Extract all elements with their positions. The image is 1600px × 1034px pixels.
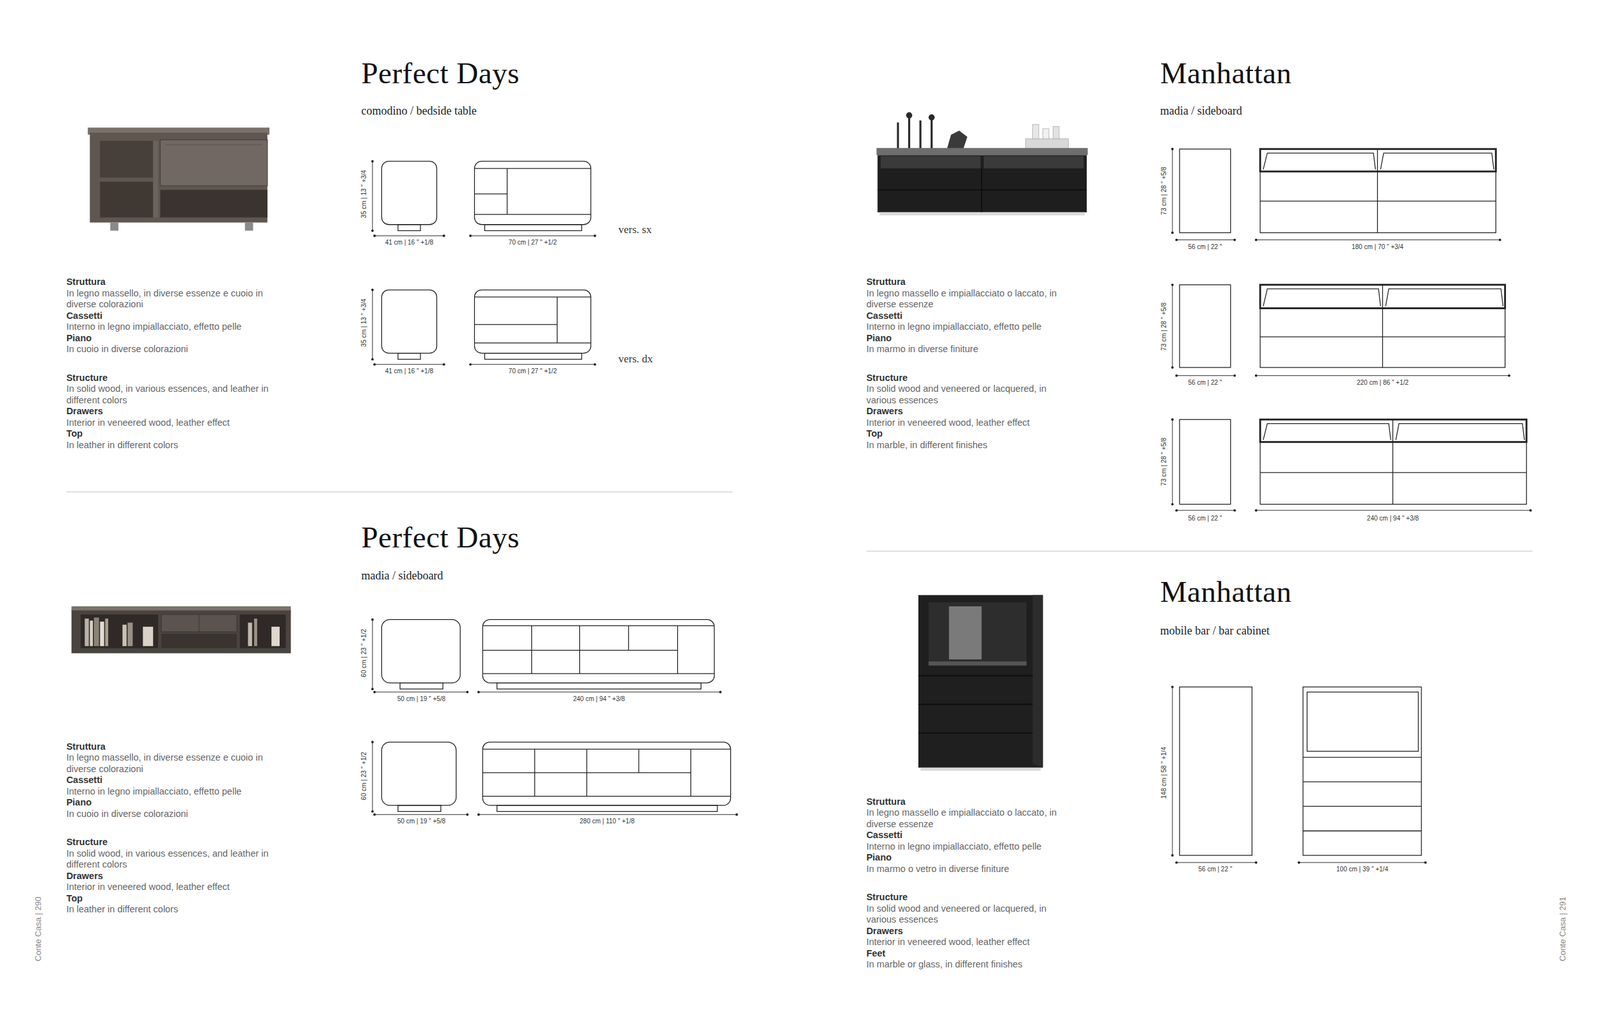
spec-text: In solid wood, in various essences, and … [66, 848, 272, 871]
dimension-label: 50 cm | 19 " +5/8 [395, 695, 448, 703]
spec-heading: Drawers [66, 405, 272, 418]
spec-text: In solid wood and veneered or lacquered,… [866, 903, 1072, 926]
spec-text: Interior in veneered wood, leather effec… [866, 417, 1072, 429]
dimension-label: 70 cm | 27 " +1/2 [506, 367, 559, 376]
bar-cabinet-photo [918, 594, 1044, 770]
spec-text: Interior in veneered wood, leather effec… [66, 417, 272, 429]
spec-heading: Struttura [866, 276, 1072, 288]
spec-text: In solid wood and veneered or lacquered,… [866, 383, 1072, 406]
spec-heading: Drawers [866, 925, 1072, 937]
dimension-label: 60 cm | 23 " +1/2 [360, 749, 368, 802]
product-title: Perfect Days [360, 58, 520, 89]
spec-heading: Cassetti [866, 310, 1072, 322]
spec-heading: Drawers [66, 870, 272, 882]
dimension-label: 180 cm | 70 " +3/4 [1349, 243, 1406, 251]
product-title: Perfect Days [360, 522, 520, 553]
section-separators [66, 491, 1533, 551]
spec-text: Interno in legno impiallacciato, effetto… [866, 840, 1072, 853]
dimension-label: 41 cm | 16 " +1/8 [383, 367, 436, 376]
dimension-label: 70 cm | 27 " +1/2 [506, 238, 559, 247]
dimension-dots [371, 147, 1532, 864]
spec-heading: Top [66, 428, 272, 440]
spec-text: In cuoio in diverse colorazioni [66, 808, 272, 820]
spec-heading: Struttura [66, 741, 272, 753]
dimension-label: 240 cm | 94 " +3/8 [1365, 514, 1421, 523]
product-type: madia / sideboard [1160, 104, 1243, 118]
spec-heading: Cassetti [866, 829, 1072, 841]
product-type: madia / sideboard [360, 569, 443, 583]
dimension-label: 41 cm | 16 " +1/8 [383, 238, 436, 247]
dimension-label: 100 cm | 39 " +1/4 [1334, 865, 1391, 873]
dimension-label: 56 cm | 22 " [1186, 243, 1225, 251]
product-type: comodino / bedside table [360, 104, 477, 118]
spec-heading: Structure [66, 372, 272, 384]
spec-column: StrutturaIn legno massello, in diverse e… [66, 276, 272, 451]
spec-text: In leather in different colors [66, 439, 272, 452]
spec-heading: Piano [66, 796, 272, 809]
spec-text: Interno in legno impiallacciato, effetto… [66, 785, 272, 798]
spec-heading: Piano [866, 332, 1072, 345]
product-title: Manhattan [1160, 576, 1293, 607]
spec-heading: Struttura [66, 276, 272, 288]
spec-text: In solid wood, in various essences, and … [66, 383, 272, 406]
version-label: vers. sx [618, 223, 652, 237]
spec-text: In leather in different colors [66, 903, 272, 916]
dimension-label: 50 cm | 19 " +5/8 [395, 817, 448, 825]
dimension-lines [372, 149, 1531, 863]
spec-text: In marmo o vetro in diverse finiture [866, 863, 1072, 875]
spec-heading: Struttura [866, 796, 1072, 808]
spec-text: Interno in legno impiallacciato, effetto… [866, 321, 1072, 333]
dimension-label: 60 cm | 23 " +1/2 [360, 627, 368, 680]
sideboard-photo [71, 606, 292, 653]
spec-heading: Piano [866, 851, 1072, 864]
spec-heading: Feet [866, 947, 1072, 960]
spec-text: In legno massello, in diverse essenze e … [66, 288, 272, 311]
technical-drawings [381, 149, 1527, 856]
dimension-label: 73 cm | 28 " +5/8 [1160, 164, 1168, 217]
spec-column: StrutturaIn legno massello e impiallacci… [866, 276, 1072, 451]
dimension-label: 220 cm | 86 " +1/2 [1354, 378, 1411, 387]
dimension-label: 73 cm | 28 " +5/8 [1160, 435, 1168, 488]
dimension-label: 280 cm | 110 " +1/8 [577, 817, 637, 825]
spec-heading: Structure [866, 891, 1072, 904]
spec-column: StrutturaIn legno massello e impiallacci… [866, 796, 1072, 971]
page-footer: Conte Casa | 290 [32, 896, 43, 961]
product-title: Manhattan [1160, 58, 1293, 89]
spec-heading: Piano [66, 332, 272, 345]
dimension-label: 56 cm | 22 " [1196, 865, 1234, 873]
dimension-label: 35 cm | 13 " +3/4 [360, 296, 368, 349]
spec-text: Interior in veneered wood, leather effec… [66, 881, 272, 893]
spec-heading: Structure [66, 836, 272, 848]
dimension-label: 56 cm | 22 " [1186, 378, 1225, 387]
spec-text: Interno in legno impiallacciato, effetto… [66, 321, 272, 333]
manhattan-sideboard-photo [876, 112, 1088, 216]
spec-text: In cuoio in diverse colorazioni [66, 343, 272, 356]
spec-text: In marble or glass, in different finishe… [866, 958, 1072, 971]
spec-text: In marble, in different finishes [866, 439, 1072, 452]
spec-heading: Cassetti [66, 310, 272, 322]
page-footer: Conte Casa | 291 [1557, 896, 1568, 961]
spec-heading: Drawers [866, 405, 1072, 418]
spec-column: StrutturaIn legno massello, in diverse e… [66, 741, 272, 916]
spec-heading: Structure [866, 372, 1072, 384]
spec-text: In legno massello e impiallacciato o lac… [866, 288, 1072, 311]
product-type: mobile bar / bar cabinet [1160, 624, 1270, 638]
dimension-label: 240 cm | 94 " +3/8 [570, 695, 627, 703]
spec-heading: Top [866, 428, 1072, 440]
spec-heading: Cassetti [66, 774, 272, 786]
bedside-table-photo [87, 127, 270, 231]
dimension-label: 73 cm | 28 " +5/8 [1160, 300, 1168, 353]
spec-text: In marmo in diverse finiture [866, 343, 1072, 356]
spec-text: Interior in veneered wood, leather effec… [866, 936, 1072, 948]
dimension-label: 56 cm | 22 " [1186, 514, 1225, 523]
version-label: vers. dx [618, 352, 653, 366]
spec-text: In legno massello, in diverse essenze e … [66, 752, 272, 775]
spec-text: In legno massello e impiallacciato o lac… [866, 807, 1072, 830]
dimension-label: 148 cm | 58 " +1/4 [1160, 744, 1168, 800]
dimension-label: 35 cm | 13 " +3/4 [360, 167, 368, 220]
spec-heading: Top [66, 892, 272, 905]
